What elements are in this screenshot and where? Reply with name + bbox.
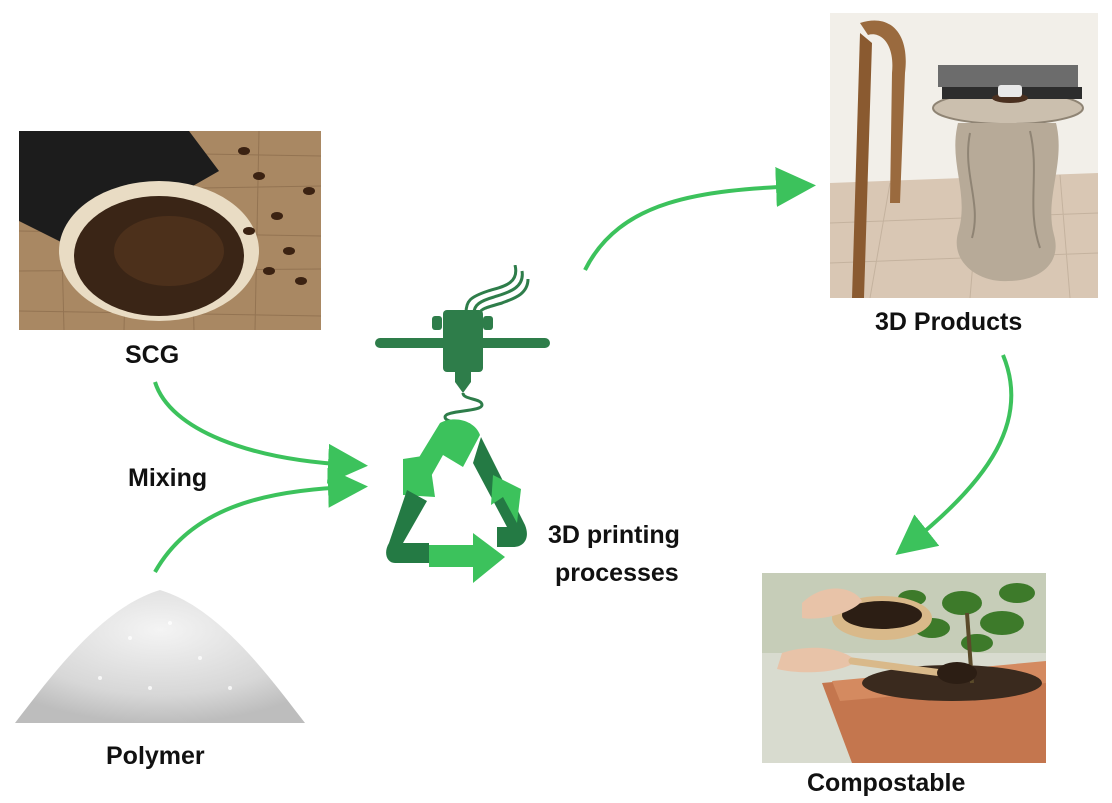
printing-label-line2: processes bbox=[555, 558, 679, 588]
arrow-polymer-to-printer bbox=[155, 487, 352, 572]
polymer-photo bbox=[10, 578, 310, 733]
printing-label-line1: 3D printing bbox=[548, 520, 680, 550]
scg-photo bbox=[19, 131, 321, 330]
compostable-photo bbox=[762, 573, 1046, 763]
compostable-label: Compostable bbox=[807, 768, 965, 798]
arrow-printer-to-products bbox=[585, 186, 800, 270]
scg-label: SCG bbox=[125, 340, 179, 370]
3d-printer-icon bbox=[370, 265, 555, 425]
arrow-scg-to-printer bbox=[155, 382, 352, 465]
products-label: 3D Products bbox=[875, 307, 1022, 337]
products-photo bbox=[830, 13, 1098, 298]
mixing-label: Mixing bbox=[128, 463, 207, 493]
recycle-icon bbox=[385, 415, 535, 590]
arrow-products-to-compostable bbox=[908, 355, 1011, 545]
polymer-label: Polymer bbox=[106, 741, 205, 771]
